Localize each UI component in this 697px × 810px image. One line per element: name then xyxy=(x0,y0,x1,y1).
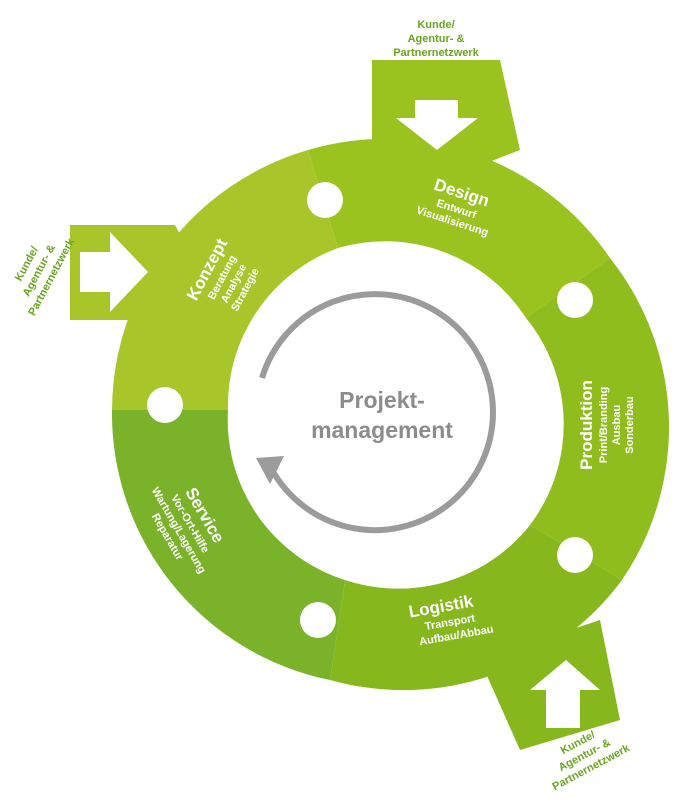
connector-knob xyxy=(557,537,593,573)
cycle-arrow-icon xyxy=(259,291,496,534)
center-title-line1: Projekt- xyxy=(339,387,425,413)
segment-konzept[interactable] xyxy=(70,150,338,410)
label-produktion: Produktion Print/Branding Ausbau Sonderb… xyxy=(577,380,636,470)
external-label-left: Kunde/ Agentur- & Partnernetzwerk xyxy=(13,236,78,318)
segment-item: Print/Branding xyxy=(598,387,610,463)
segment-item: Sonderbau xyxy=(624,396,636,453)
connector-knob xyxy=(300,602,336,638)
segment-service[interactable] xyxy=(111,410,345,680)
arrow-down-icon xyxy=(396,100,478,150)
center-hub: Projekt- management xyxy=(230,276,514,560)
connector-knob xyxy=(147,387,183,423)
segment-produktion[interactable] xyxy=(526,258,670,580)
external-text: Kunde/ xyxy=(417,19,454,31)
external-text: Agentur- & xyxy=(408,33,465,45)
inlet-arrows xyxy=(80,100,600,728)
arrow-right-icon xyxy=(80,232,148,312)
connector-knob xyxy=(557,282,593,318)
segment-title: Produktion xyxy=(577,380,596,470)
cycle-arrowhead xyxy=(256,456,284,484)
external-label-top: Kunde/ Agentur- & Partnernetzwerk xyxy=(393,19,479,59)
segment-design[interactable] xyxy=(308,60,610,318)
connector-knob xyxy=(307,182,343,218)
external-text: Partnernetzwerk xyxy=(393,47,479,59)
segment-item: Ausbau xyxy=(611,405,623,445)
center-title-line2: management xyxy=(311,417,453,443)
arrow-up-icon xyxy=(530,660,600,728)
